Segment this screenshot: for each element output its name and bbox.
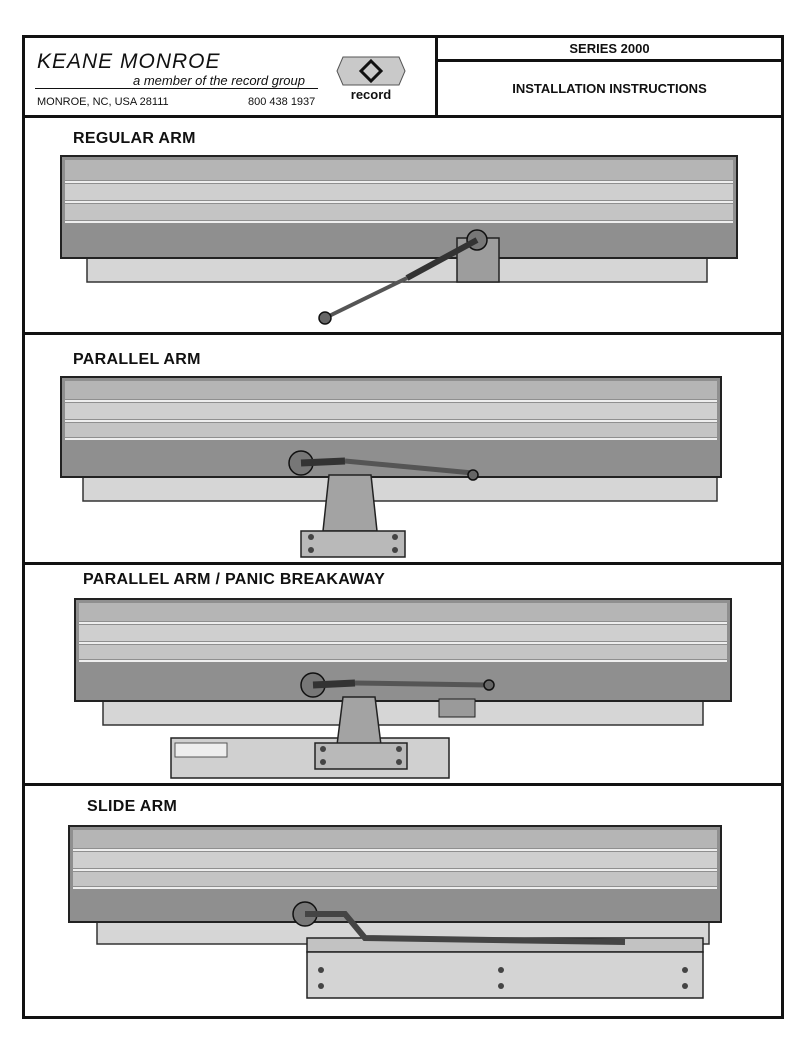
company-address: MONROE, NC, USA 28111 [37,96,169,108]
logo-text: record [351,87,392,102]
divider [35,88,318,89]
page-frame: KEANE MONROE a member of the record grou… [22,35,784,1019]
section-title: REGULAR ARM [73,130,196,147]
section-panic-breakaway: PARALLEL ARM / PANIC BREAKAWAY [25,565,781,786]
company-header: KEANE MONROE a member of the record grou… [25,38,438,118]
section-title: PARALLEL ARM / PANIC BREAKAWAY [83,571,386,588]
section-title: PARALLEL ARM [73,351,201,368]
regular-arm-illustration [60,155,738,325]
series-label: SERIES 2000 [438,38,781,62]
company-name: KEANE MONROE [37,50,221,73]
document-title: INSTALLATION INSTRUCTIONS [438,62,781,118]
panic-breakaway-illustration [74,598,732,779]
company-phone: 800 438 1937 [248,96,316,108]
section-parallel-arm: PARALLEL ARM [25,335,781,565]
section-title: SLIDE ARM [87,798,178,815]
section-slide-arm: SLIDE ARM [25,786,781,1022]
company-member-note: a member of the record group [133,73,305,88]
section-regular-arm: REGULAR ARM [25,118,781,335]
record-logo: record [336,56,406,102]
slide-arm-illustration [68,825,722,999]
parallel-arm-illustration [60,376,722,558]
